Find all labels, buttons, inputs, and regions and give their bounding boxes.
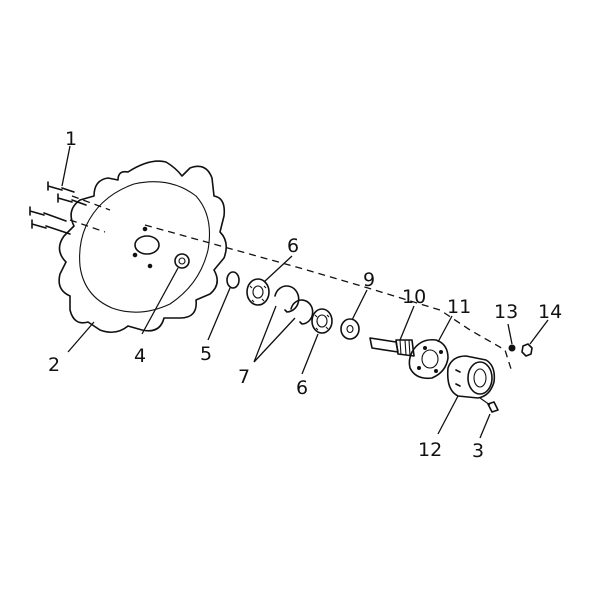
leader-line-4: [141, 267, 179, 335]
disc-blade-outline: [58, 160, 228, 334]
leader-line-12: [437, 395, 459, 435]
leader-line-2: [67, 321, 95, 353]
disc-blade: [58, 160, 228, 334]
bolt: [47, 181, 75, 193]
disc-bolt-hole: [132, 252, 138, 258]
hub-housing: [446, 355, 496, 399]
bearing-left: [246, 278, 270, 306]
callout-11: 11: [447, 296, 471, 318]
leader-line-9: [351, 289, 368, 321]
hex-nut: [521, 343, 533, 357]
leader-line-5: [207, 287, 231, 341]
callout-5: 5: [200, 343, 212, 365]
callout-2: 2: [48, 354, 60, 376]
disc-bearing-inner: [178, 257, 186, 265]
bolts: [29, 181, 87, 235]
leader-line-6a: [263, 255, 293, 283]
lock-washer: [508, 344, 516, 352]
flat-washer: [340, 318, 360, 340]
grease-fitting: [479, 397, 499, 413]
flange-plate: [408, 338, 449, 380]
disc-bolt-hole: [142, 226, 148, 232]
callout-4: 4: [134, 345, 146, 367]
bolt: [29, 206, 67, 222]
assembly-axis: [144, 224, 513, 373]
disc-bolt-hole: [147, 263, 153, 269]
callout-3: 3: [472, 440, 484, 462]
callout-13: 13: [494, 301, 518, 323]
callout-1: 1: [65, 128, 77, 150]
leader-line-13: [507, 323, 513, 345]
snap-ring: [290, 299, 314, 325]
leader-line-11: [437, 315, 453, 343]
leader-line-10: [399, 305, 415, 341]
disc-blade-inner-edge: [79, 181, 211, 313]
bolt: [31, 219, 71, 235]
callout-6a: 6: [287, 235, 299, 257]
snap-ring: [274, 285, 300, 313]
shaft: [369, 337, 415, 357]
callout-14: 14: [538, 301, 562, 323]
bolt: [57, 193, 87, 206]
leader-line-6b: [301, 333, 319, 375]
disc-center-hole: [134, 235, 160, 255]
callout-10: 10: [402, 286, 426, 308]
callout-7: 7: [238, 366, 250, 388]
callout-6b: 6: [296, 377, 308, 399]
leader-line-1: [61, 145, 71, 187]
bearing-right: [311, 308, 333, 334]
disc-bearing-outer: [174, 253, 190, 269]
callout-12: 12: [418, 439, 442, 461]
leader-line-3: [479, 413, 491, 439]
leader-line-14: [529, 319, 549, 345]
disc-bearing: [174, 253, 190, 269]
bolt-axis: [69, 195, 111, 233]
leader-line-7: [253, 305, 296, 363]
callout-9: 9: [363, 269, 375, 291]
washer-ring: [226, 271, 240, 289]
